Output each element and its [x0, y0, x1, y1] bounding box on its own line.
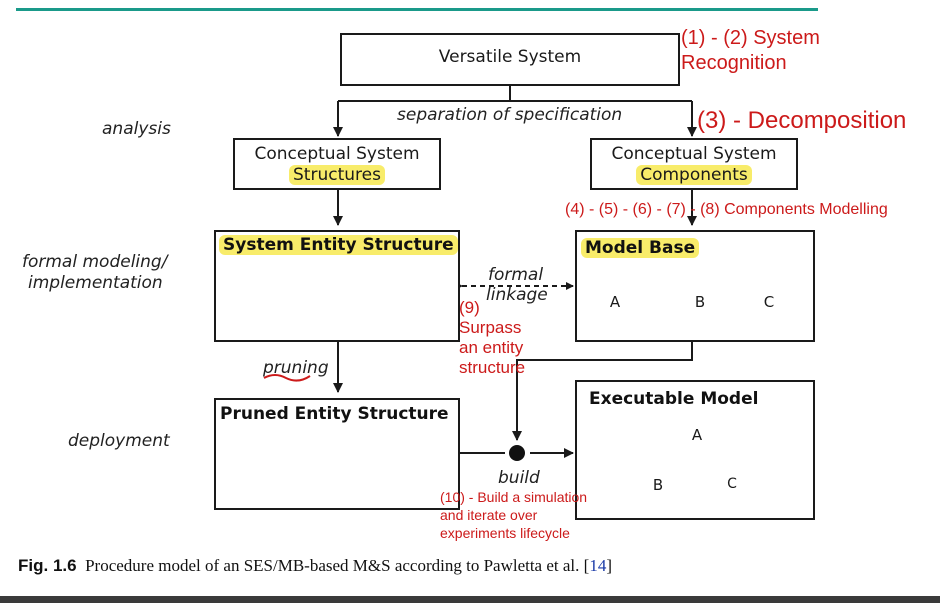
phase-formal-line1: formal modeling/: [22, 252, 168, 272]
annotation-recognition: (1) - (2) System Recognition: [681, 26, 820, 76]
conceptual-components-label: Conceptual System Components: [590, 144, 798, 186]
executable-model-box: [575, 380, 815, 520]
versatile-system-label: Versatile System: [438, 47, 582, 67]
annotation-build-line2: and iterate over: [440, 507, 538, 523]
annotation-surpass: (9) Surpass an entity structure: [459, 298, 525, 378]
executable-model-label: Executable Model: [589, 389, 759, 409]
pruned-label: Pruned Entity Structure: [220, 404, 449, 424]
figure-caption: Fig. 1.6 Procedure model of an SES/MB-ba…: [18, 556, 612, 576]
ses-label: System Entity Structure: [219, 235, 458, 255]
annotation-decomposition: (3) - Decomposition: [697, 107, 907, 134]
conceptual-structures-line2: Structures: [289, 165, 385, 185]
annotation-surpass-line2: Surpass: [459, 318, 522, 337]
pruning-label: pruning: [263, 358, 329, 378]
versatile-system-box: [340, 33, 680, 86]
annotation-build-simulation: (10) - Build a simulation and iterate ov…: [440, 488, 587, 542]
formal-linkage-line2: linkage: [486, 285, 548, 305]
annotation-components-modelling: (4) - (5) - (6) - (7) - (8) Components M…: [565, 201, 888, 218]
edge-mb-to-build: [512, 342, 693, 441]
annotation-surpass-line4: structure: [459, 358, 526, 377]
annotation-recognition-line1: (1) - (2) System: [681, 27, 820, 49]
component-a-label: A: [609, 293, 621, 311]
conceptual-components-line1: Conceptual System: [611, 144, 777, 164]
phase-analysis: analysis: [102, 119, 171, 139]
annotation-recognition-line2: Recognition: [681, 52, 787, 74]
annotation-build-line3: experiments lifecycle: [440, 525, 570, 541]
component-c-label: C: [763, 293, 775, 311]
conceptual-structures-label: Conceptual System Structures: [233, 144, 441, 186]
conceptual-structures-line1: Conceptual System: [254, 144, 420, 164]
component-b-label: B: [694, 293, 706, 311]
phase-deployment: deployment: [68, 431, 170, 451]
annotation-surpass-line1: (9): [459, 298, 480, 317]
separation-label: separation of specification: [397, 105, 623, 125]
footer-bar: [0, 596, 940, 603]
exec-b-label: B: [652, 476, 664, 494]
conceptual-components-line2: Components: [636, 165, 752, 185]
pruning-underline: [263, 374, 311, 382]
annotation-build-line1: (10) - Build a simulation: [440, 489, 588, 505]
caption-reference-link[interactable]: 14: [589, 556, 607, 575]
pruned-box: [214, 398, 460, 510]
header-rule: [16, 8, 818, 11]
exec-c-label: C: [727, 476, 737, 492]
formal-linkage-line1: formal: [488, 265, 544, 285]
exec-a-label: A: [691, 426, 703, 444]
build-junction: [509, 445, 525, 461]
caption-text: Procedure model of an SES/MB-based M&S a…: [85, 556, 590, 575]
caption-text-end: ]: [606, 556, 612, 575]
annotation-surpass-line3: an entity: [459, 338, 524, 357]
model-base-label: Model Base: [581, 238, 700, 258]
caption-label: Fig. 1.6: [18, 556, 77, 575]
phase-formal-line2: implementation: [28, 273, 163, 293]
build-label: build: [498, 468, 540, 488]
